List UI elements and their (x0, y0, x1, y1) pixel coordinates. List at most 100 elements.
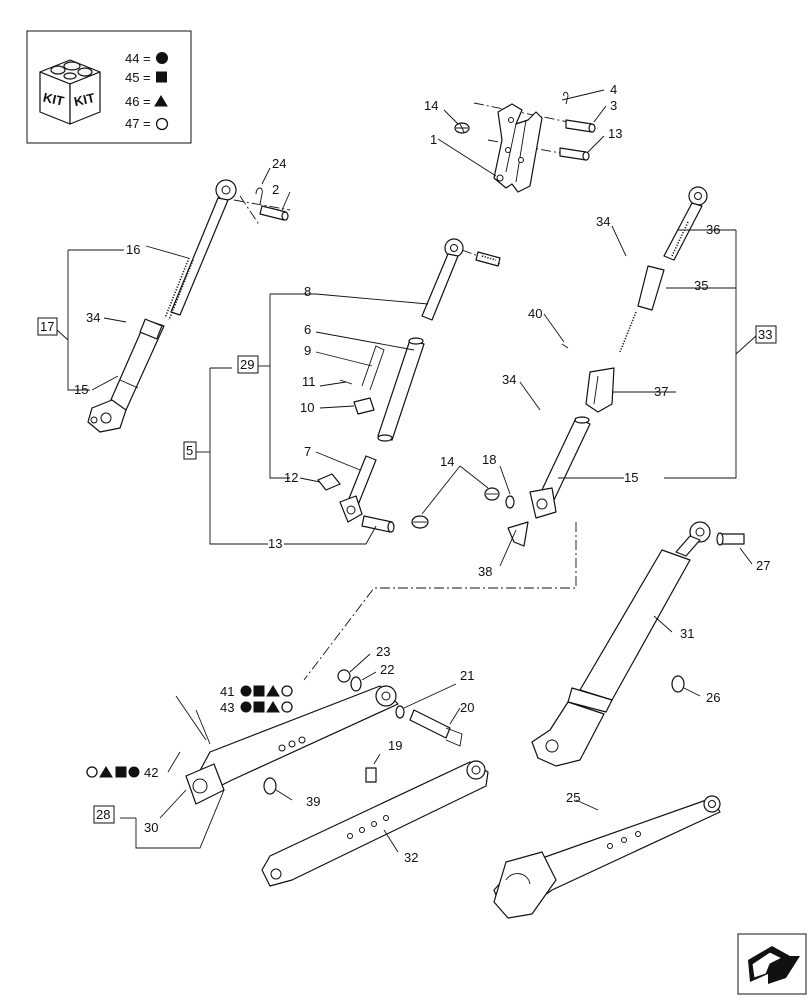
circle-filled-icon (156, 52, 168, 64)
bracket-37 (585, 367, 615, 413)
callout-16: 16 (126, 242, 140, 257)
callout-31: 31 (680, 626, 694, 641)
callout-36: 36 (706, 222, 720, 237)
washer-21 (395, 705, 405, 719)
callout-14: 14 (424, 98, 438, 113)
callout-15: 15 (624, 470, 638, 485)
kit-legend-num: 46 (125, 94, 139, 109)
callout-34: 34 (502, 372, 516, 387)
triangle-filled-icon (154, 95, 168, 107)
kit-legend: KIT KIT 44 = 45 = 46 = 47 = (26, 30, 192, 144)
clip-38 (507, 521, 529, 547)
lower-link-group (185, 522, 721, 919)
callout-8: 8 (304, 284, 311, 299)
callout-38: 38 (478, 564, 492, 579)
rod-36 (663, 202, 703, 261)
callout-23: 23 (376, 644, 390, 659)
kit-callout-42-num: 42 (144, 765, 158, 780)
triangle-filled-icon (266, 685, 280, 697)
rod-16 (170, 197, 229, 316)
callout-25: 25 (566, 790, 580, 805)
circle-open-icon (86, 766, 98, 778)
washer-18 (505, 495, 515, 509)
callout-1: 1 (430, 132, 437, 147)
right-turnbuckle-group (505, 186, 708, 547)
lift-rod-31 (579, 549, 691, 701)
pin-top-mid (475, 251, 501, 267)
callout-13: 13 (268, 536, 282, 551)
callout-39: 39 (306, 794, 320, 809)
callout-35: 35 (694, 278, 708, 293)
callout-27: 27 (756, 558, 770, 573)
handle-9 (361, 345, 385, 391)
callout-20: 20 (460, 700, 474, 715)
kit-legend-eq: = (143, 116, 151, 131)
callout-19: 19 (388, 738, 402, 753)
kit-box-icon: KIT KIT (39, 59, 101, 125)
kit-legend-num: 45 (125, 70, 139, 85)
pin-40 (561, 343, 569, 349)
assembly-17: 17 (40, 319, 54, 334)
square-filled-icon (253, 685, 265, 697)
lynch-pin-14b (411, 487, 500, 529)
callout-labels: 4 3 14 13 1 24 2 16 34 15 8 6 9 11 10 7 … (74, 82, 770, 865)
next-page-arrow-icon (748, 946, 800, 984)
tube-15b (539, 417, 591, 501)
square-filled-icon (115, 766, 127, 778)
leader-lines (56, 89, 757, 853)
plate-12 (317, 473, 341, 491)
kit-label-left: KIT (42, 90, 66, 109)
next-page-button[interactable] (737, 933, 807, 995)
washer-22 (350, 676, 362, 692)
callout-22: 22 (380, 662, 394, 677)
callout-15: 15 (74, 382, 88, 397)
callout-7: 7 (304, 444, 311, 459)
callout-37: 37 (654, 384, 668, 399)
clamp-10 (353, 397, 375, 415)
assembly-29: 29 (240, 357, 254, 372)
circle-open-icon (155, 117, 169, 131)
callout-34: 34 (596, 214, 610, 229)
callout-6: 6 (304, 322, 311, 337)
kit-callout-41: 41 (220, 684, 293, 699)
callout-2: 2 (272, 182, 279, 197)
kit-legend-num: 47 (125, 116, 139, 131)
lift-rod-31-group (531, 521, 745, 767)
assembly-labels: 17 29 5 33 28 (37, 317, 777, 824)
rod-8 (421, 253, 459, 321)
triangle-filled-icon (99, 766, 113, 778)
kit-legend-row-46: 46 = (125, 94, 168, 109)
tube-6 (377, 339, 425, 441)
top-link-bracket-group (454, 91, 599, 193)
ball-end-23 (337, 669, 351, 683)
kit-legend-row-45: 45 = (125, 70, 167, 85)
callout-14: 14 (440, 454, 454, 469)
callout-4: 4 (610, 82, 617, 97)
lift-rod-lower-end (531, 701, 605, 767)
lynch-pin-14a (454, 122, 470, 134)
kit-label-right: KIT (73, 90, 97, 109)
callout-3: 3 (610, 98, 617, 113)
clip-pin-4 (563, 91, 569, 105)
triangle-filled-icon (266, 701, 280, 713)
kit-callout-42: 42 (86, 765, 158, 780)
callout-11: 11 (302, 374, 316, 389)
kit-legend-eq: = (143, 51, 151, 66)
kit-legend-eq: = (143, 70, 151, 85)
circle-filled-icon (240, 685, 252, 697)
callout-24: 24 (272, 156, 286, 171)
pin-13a (559, 147, 587, 161)
middle-turnbuckle-group (317, 238, 501, 533)
callout-9: 9 (304, 343, 311, 358)
callout-34: 34 (86, 310, 100, 325)
callout-10: 10 (300, 400, 314, 415)
assembly-33: 33 (758, 327, 772, 342)
kit-legend-row-47: 47 = (125, 116, 169, 131)
kit-callout-43: 43 (220, 700, 293, 715)
callout-40: 40 (528, 306, 542, 321)
callout-13: 13 (608, 126, 622, 141)
callout-21: 21 (460, 668, 474, 683)
kit-legend-num: 44 (125, 51, 139, 66)
bolt-19 (365, 767, 377, 783)
